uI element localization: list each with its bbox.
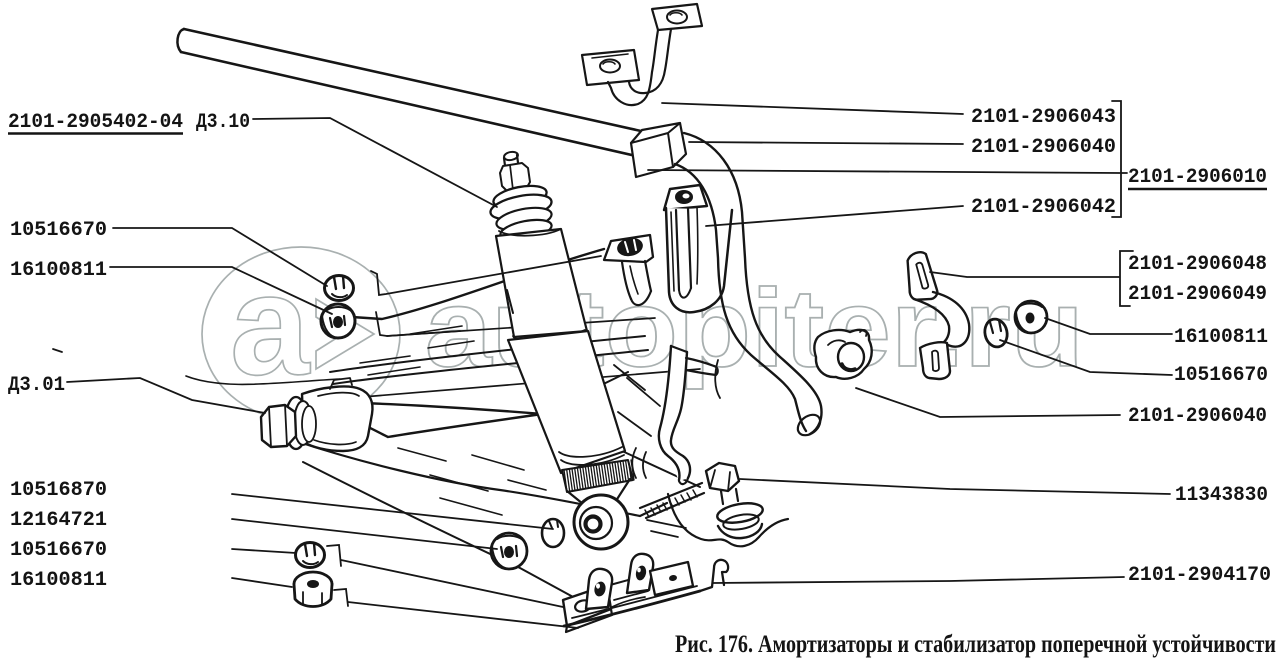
svg-text:11343830: 11343830 <box>1175 484 1268 507</box>
svg-text:12164721: 12164721 <box>10 509 107 532</box>
svg-text:2101-2906010: 2101-2906010 <box>1128 166 1267 189</box>
svg-text:2101-2906042: 2101-2906042 <box>971 196 1116 219</box>
svg-text:16100811: 16100811 <box>10 259 107 282</box>
svg-text:2101-2906049: 2101-2906049 <box>1128 283 1267 306</box>
svg-text:Д3.10: Д3.10 <box>196 111 250 134</box>
svg-text:16100811: 16100811 <box>10 569 107 592</box>
svg-text:2101-2905402-04: 2101-2905402-04 <box>8 111 183 134</box>
svg-text:10516670: 10516670 <box>10 219 107 242</box>
svg-text:Рис. 176. Амортизаторы и стаби: Рис. 176. Амортизаторы и стабилизатор по… <box>675 631 1276 658</box>
svg-text:10516670: 10516670 <box>10 539 107 562</box>
svg-text:10516870: 10516870 <box>10 479 107 502</box>
svg-text:16100811: 16100811 <box>1174 326 1268 349</box>
svg-text:2101-2906043: 2101-2906043 <box>971 106 1116 129</box>
svg-text:2101-2904170: 2101-2904170 <box>1128 564 1271 587</box>
svg-text:2101-2906040: 2101-2906040 <box>1128 405 1267 428</box>
svg-text:Д3.01: Д3.01 <box>8 374 65 397</box>
svg-text:10516670: 10516670 <box>1174 364 1268 387</box>
svg-text:2101-2906048: 2101-2906048 <box>1128 253 1267 276</box>
svg-text:2101-2906040: 2101-2906040 <box>971 136 1116 159</box>
